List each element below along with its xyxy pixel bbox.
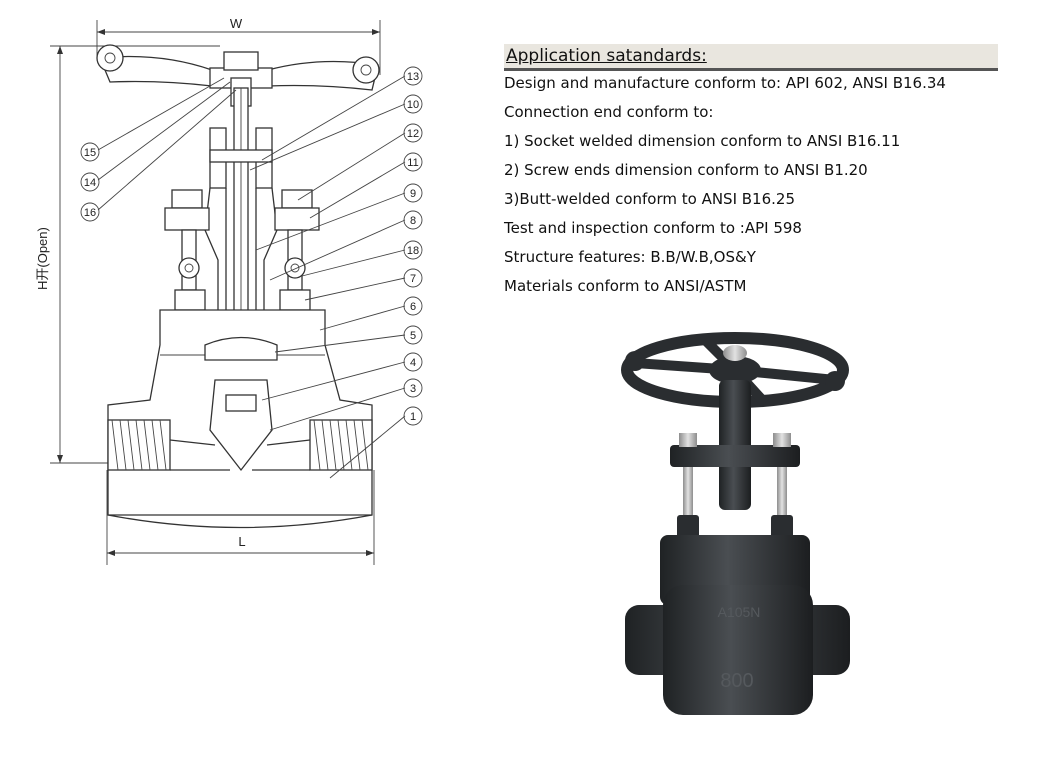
callout-leaders-right xyxy=(249,75,406,479)
callout-4: 4 xyxy=(410,357,416,369)
callout-3: 3 xyxy=(410,383,416,395)
width-dimension: W xyxy=(96,16,381,75)
standards-list: Design and manufacture conform to: API 6… xyxy=(504,69,998,301)
callout-14: 14 xyxy=(84,177,96,189)
standard-line-structure: Structure features: B.B/W.B,OS&Y xyxy=(504,248,756,266)
application-standards-panel: Application satandards: Design and manuf… xyxy=(504,44,998,301)
callout-7: 7 xyxy=(410,273,416,285)
callout-markers: 13 10 12 11 9 8 18 7 6 5 4 3 1 15 14 16 xyxy=(80,66,423,426)
standard-line-materials: Materials conform to ANSI/ASTM xyxy=(504,277,747,295)
photo-valve-body: A105N 800 xyxy=(625,535,850,715)
callout-9: 9 xyxy=(410,188,416,200)
socket-threads-left xyxy=(107,419,171,471)
callout-12: 12 xyxy=(407,128,419,140)
callout-6: 6 xyxy=(410,301,416,313)
length-label: L xyxy=(238,534,245,549)
valve-body-drawing xyxy=(107,309,373,529)
socket-threads-right xyxy=(309,419,373,471)
body-marking-material: A105N xyxy=(718,604,761,620)
standard-line-screw-ends: 2) Screw ends dimension conform to ANSI … xyxy=(504,161,868,179)
callout-1: 1 xyxy=(410,411,416,423)
standard-line-butt-welded: 3)Butt-welded conform to ANSI B16.25 xyxy=(504,190,795,208)
standard-line-design: Design and manufacture conform to: API 6… xyxy=(504,74,946,92)
callout-16: 16 xyxy=(84,207,96,219)
standard-line-socket-welded: 1) Socket welded dimension conform to AN… xyxy=(504,132,901,150)
callout-15: 15 xyxy=(84,147,96,159)
standards-heading: Application satandards: xyxy=(506,46,707,66)
standards-heading-bar: Application satandards: xyxy=(504,44,998,71)
callout-13: 13 xyxy=(407,71,419,83)
forged-gate-valve-photo: A105N 800 xyxy=(621,332,850,715)
length-dimension: L xyxy=(106,470,375,565)
callout-8: 8 xyxy=(410,215,416,227)
gate-valve-cross-section-diagram: W H开(Open) L xyxy=(35,16,423,565)
callout-11: 11 xyxy=(407,157,418,169)
standard-line-connection: Connection end conform to: xyxy=(504,103,714,121)
width-label: W xyxy=(230,16,243,31)
callout-18: 18 xyxy=(407,245,419,257)
callout-leaders-left xyxy=(97,77,237,211)
callout-5: 5 xyxy=(410,330,416,342)
callout-10: 10 xyxy=(407,99,419,111)
height-label: H开(Open) xyxy=(35,227,50,290)
body-marking-class: 800 xyxy=(720,670,753,692)
standard-line-test-inspection: Test and inspection conform to :API 598 xyxy=(504,219,802,237)
